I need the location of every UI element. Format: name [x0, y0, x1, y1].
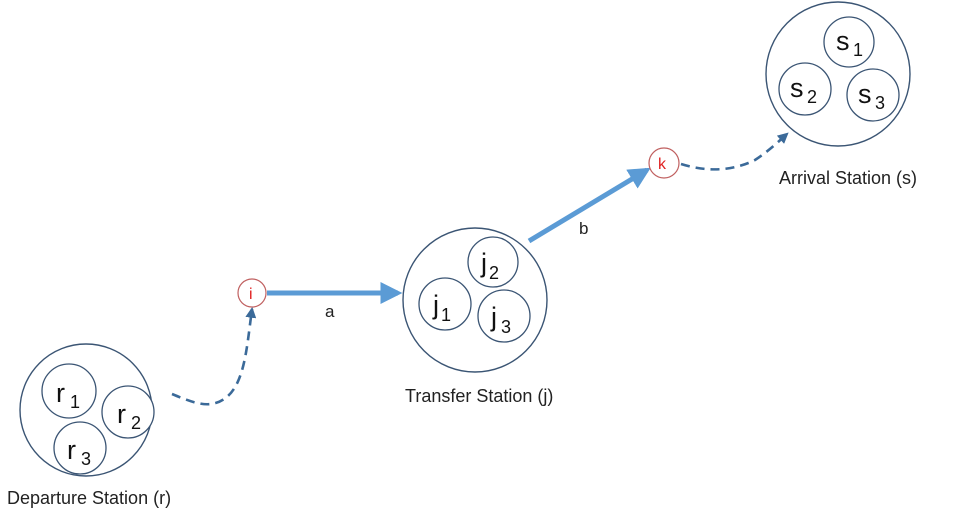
transfer-sub-j3-index: 3 [501, 317, 511, 337]
transfer-sub-j1-index: 1 [441, 305, 451, 325]
departure-sub-r3: r 3 [53, 421, 107, 475]
arrival-sub-s1-main: s [836, 26, 850, 56]
departure-sub-r1-main: r [56, 378, 65, 408]
edge-a-label: a [325, 302, 335, 321]
departure-sub-r3-index: 3 [81, 449, 91, 469]
transfer-sub-j2-main: j [480, 248, 487, 278]
node-i: i [237, 278, 267, 308]
node-i-label: i [249, 286, 253, 303]
departure-sub-r2-main: r [117, 399, 126, 429]
node-k-label: k [658, 156, 667, 173]
departure-sub-r2: r 2 [101, 385, 155, 439]
arrival-sub-s2-index: 2 [807, 87, 817, 107]
departure-station-label: Departure Station (r) [7, 488, 171, 508]
arrival-station: s 1 s 2 s 3 Arrival Station (s) [765, 1, 917, 188]
arrival-sub-s1-index: 1 [853, 40, 863, 60]
transfer-station-label: Transfer Station (j) [405, 386, 553, 406]
arrival-station-label: Arrival Station (s) [779, 168, 917, 188]
arrival-sub-s3-main: s [858, 79, 872, 109]
transfer-sub-j3: j 3 [477, 289, 531, 343]
departure-sub-r1-index: 1 [70, 392, 80, 412]
transfer-sub-j1-main: j [432, 290, 439, 320]
transfer-sub-j2: j 2 [467, 236, 519, 288]
transfer-sub-j1: j 1 [418, 277, 472, 331]
arrival-sub-s1: s 1 [823, 16, 875, 68]
transfer-station: j 2 j 1 j 3 Transfer Station (j) [402, 227, 553, 406]
arrival-sub-s3: s 3 [846, 68, 900, 122]
departure-to-i-dashed-arrow [171, 306, 257, 406]
departure-station: r 1 r 2 r 3 Departure Station (r) [7, 343, 171, 508]
transfer-sub-j3-main: j [490, 302, 497, 332]
transfer-sub-j2-index: 2 [489, 263, 499, 283]
node-k: k [648, 147, 680, 179]
k-to-arrival-dashed-arrow [680, 132, 789, 171]
arrival-sub-s2-main: s [790, 73, 804, 103]
edge-b-label: b [579, 219, 588, 238]
departure-sub-r2-index: 2 [131, 413, 141, 433]
arrival-sub-s3-index: 3 [875, 93, 885, 113]
departure-sub-r3-main: r [67, 435, 76, 465]
arrival-sub-s2: s 2 [778, 62, 832, 116]
departure-sub-r1: r 1 [41, 363, 97, 419]
edge-b-arrow [527, 167, 651, 244]
